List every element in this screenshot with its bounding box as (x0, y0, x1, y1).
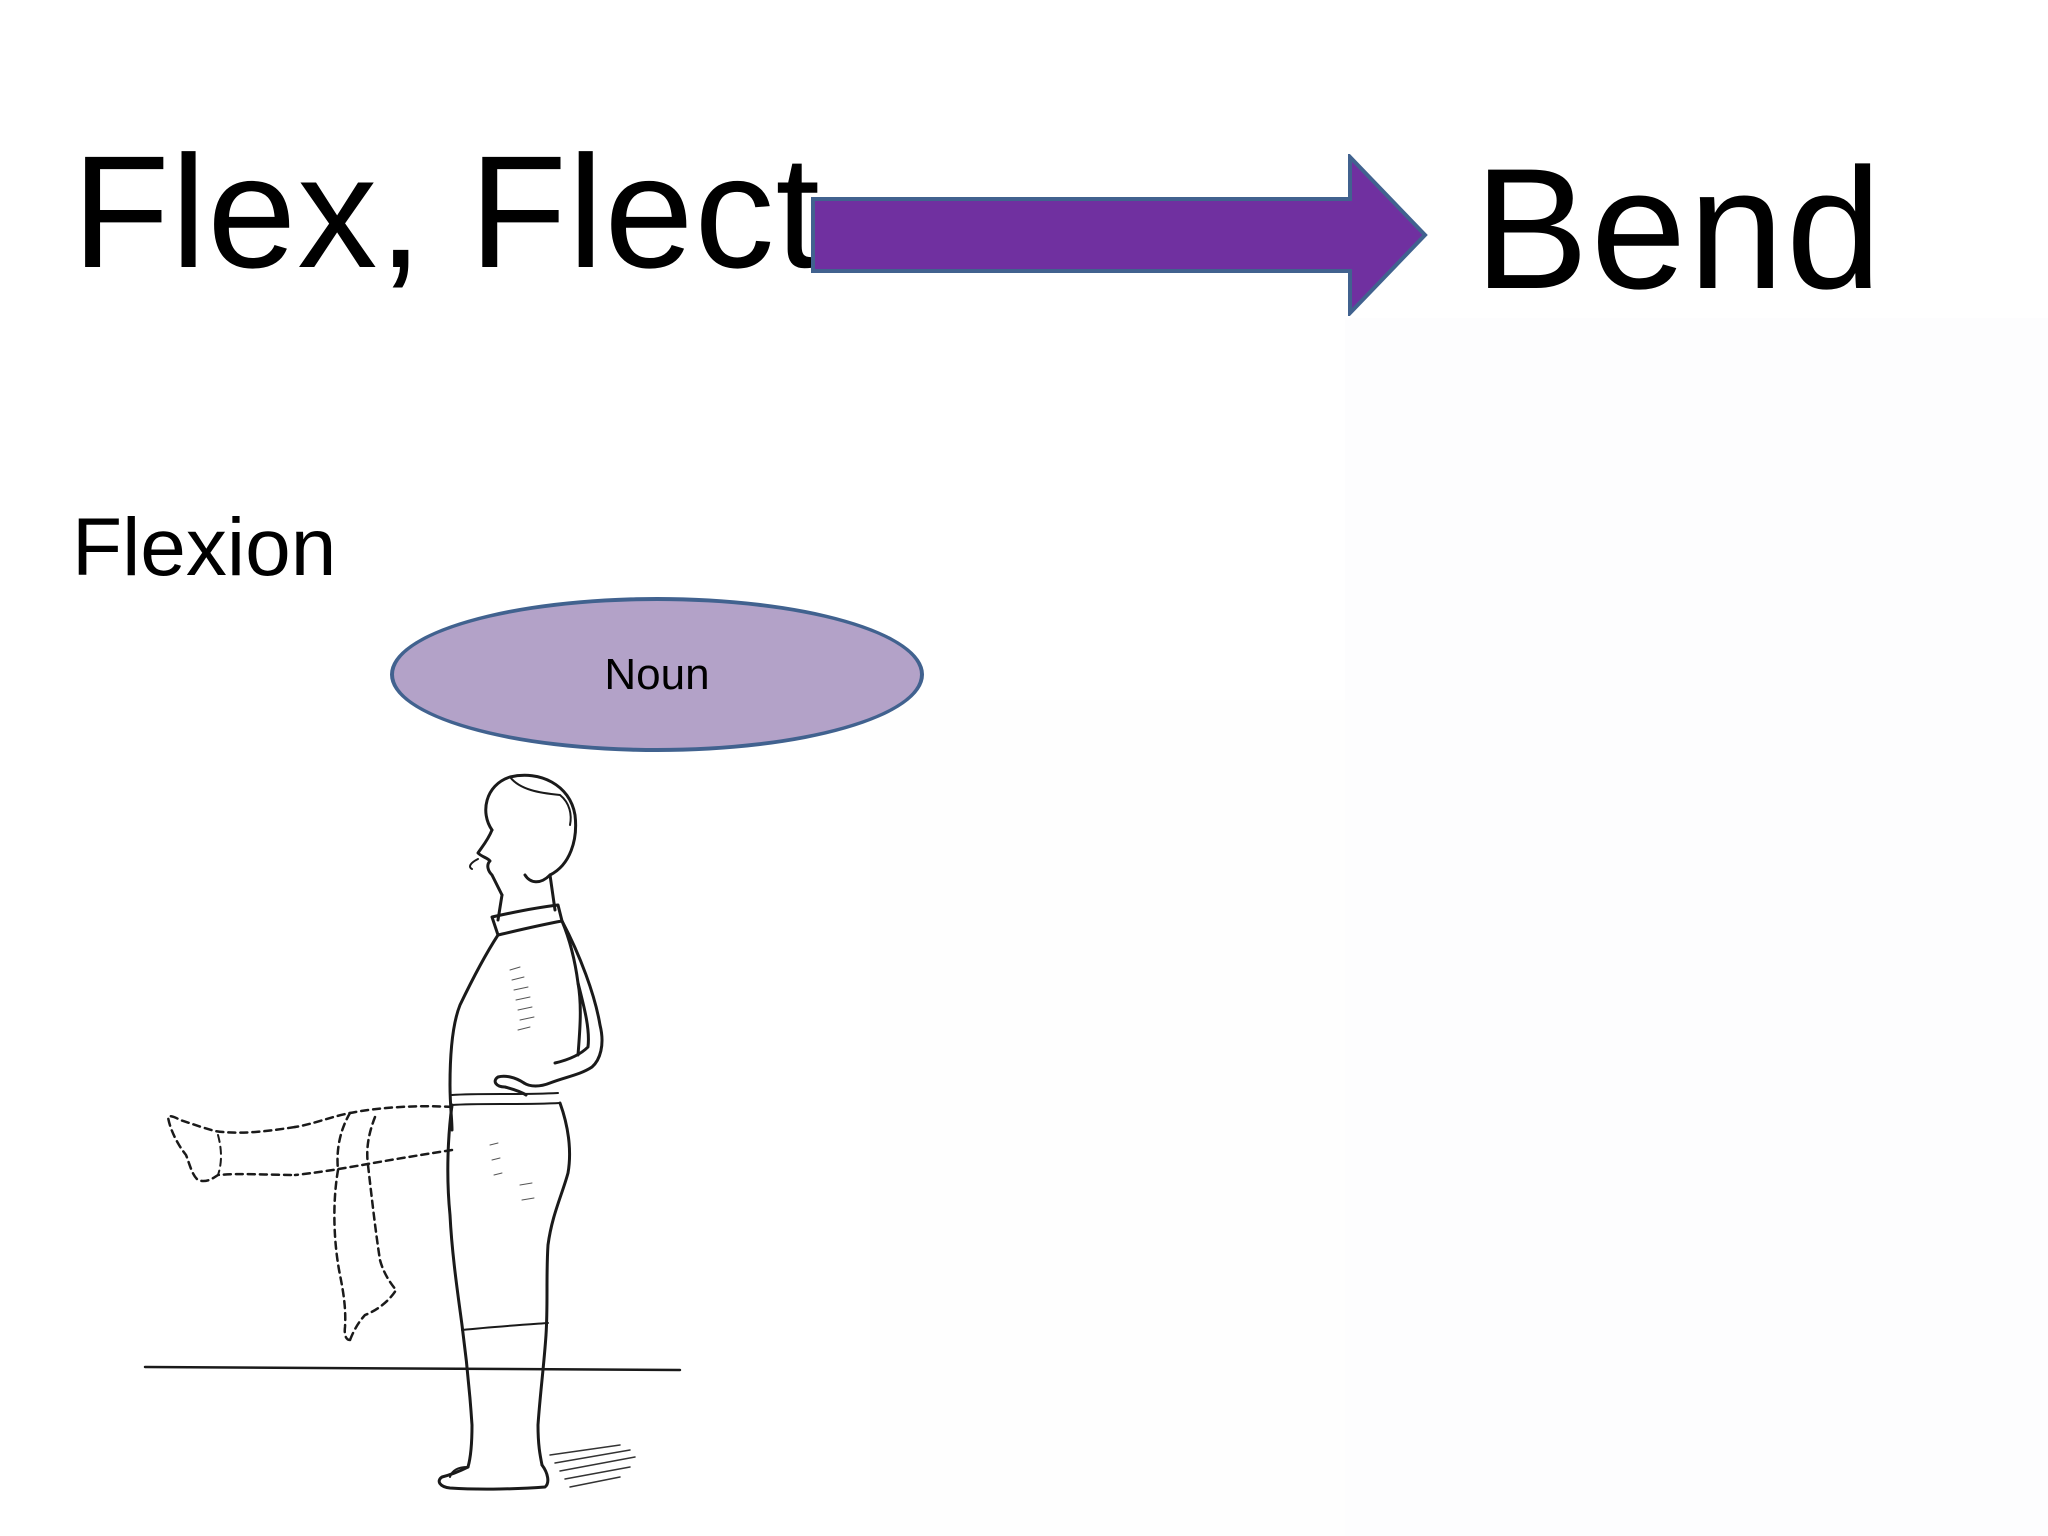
title-meaning: Bend (1474, 133, 1884, 325)
part-of-speech-oval: Noun (390, 597, 924, 752)
standing-man-illustration-icon (143, 773, 682, 1491)
right-arrow-icon (811, 154, 1428, 316)
example-word: Flexion (72, 502, 337, 593)
part-of-speech-label: Noun (604, 649, 710, 699)
background-panel (1345, 318, 2048, 1536)
title-root-word: Flex, Flect (72, 122, 821, 301)
background-panel-lower (870, 700, 1345, 1536)
